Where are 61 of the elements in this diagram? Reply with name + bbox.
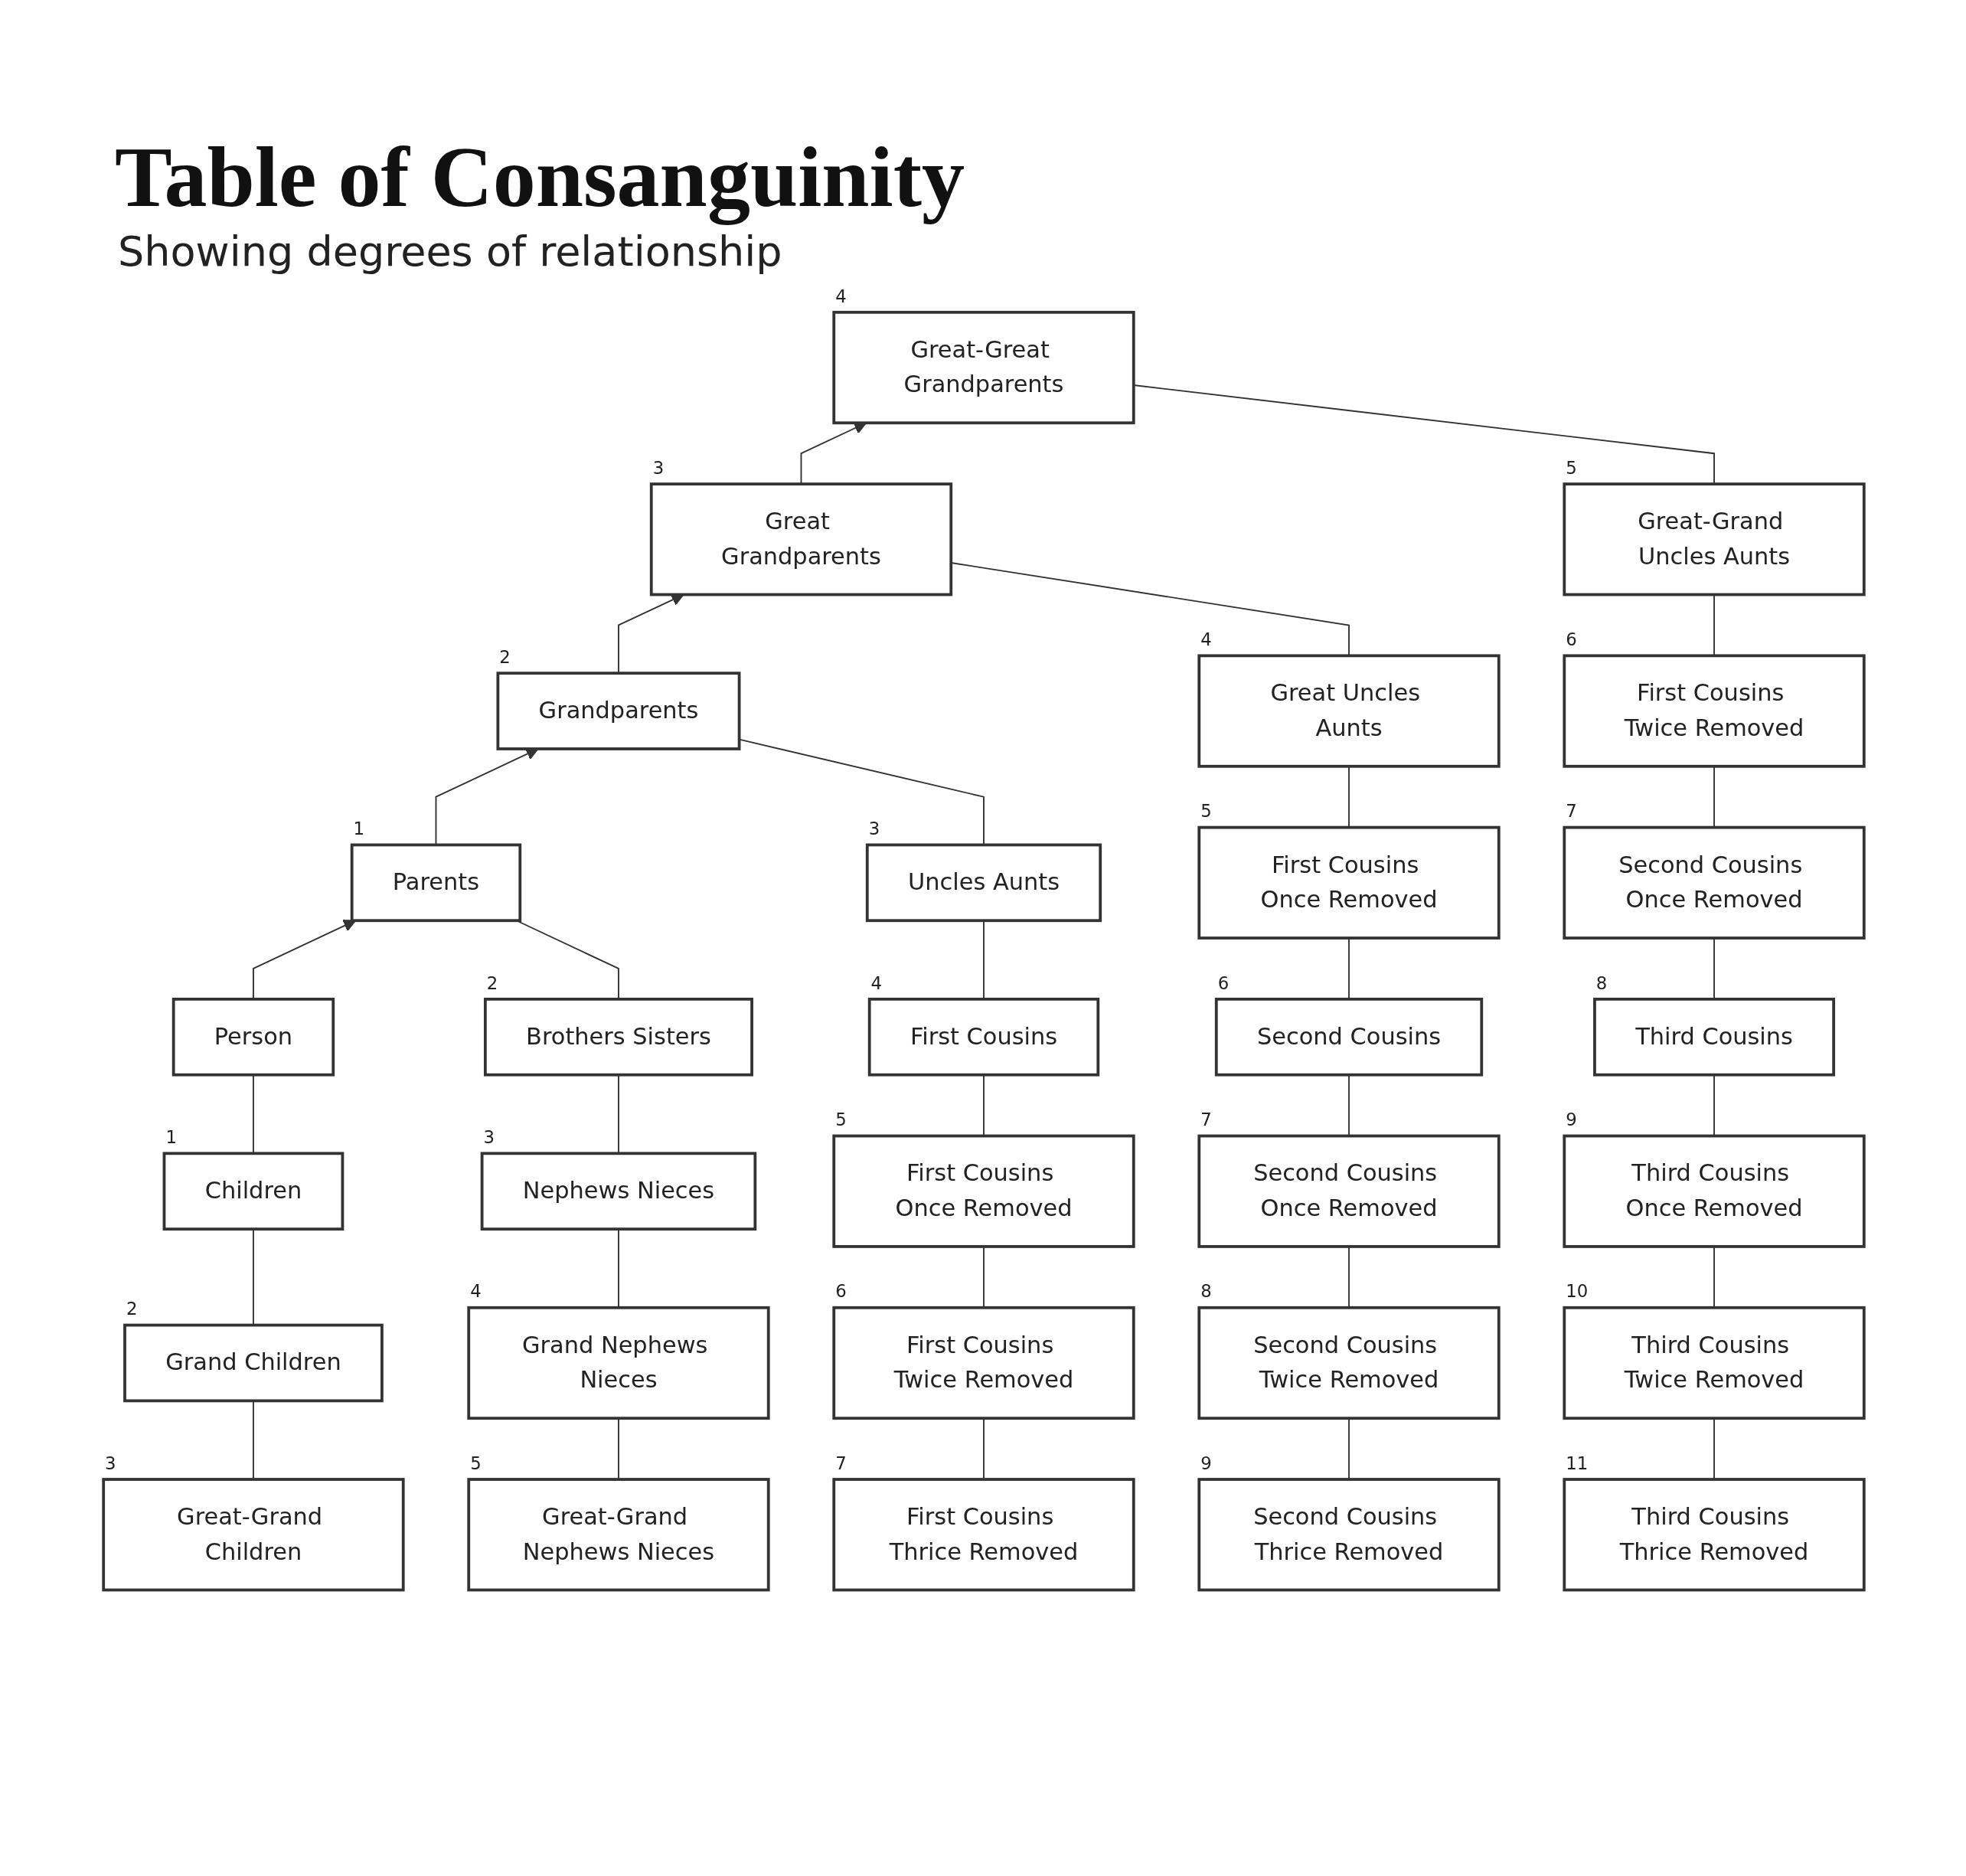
node-box: First Cousins Thrice Removed [832,1478,1135,1592]
degree-number: 3 [868,819,880,839]
degree-number: 6 [1566,629,1577,650]
node-box: Person [171,997,335,1077]
degree-number: 3 [105,1453,116,1473]
node-box: Children [162,1152,345,1231]
node-box: Great Uncles Aunts [1197,654,1501,768]
node-box: Great-Grand Uncles Aunts [1563,482,1866,596]
degree-number: 5 [1566,457,1577,478]
degree-number: 2 [126,1299,138,1319]
node-box: Second Cousins Once Removed [1197,1134,1501,1248]
degree-number: 2 [499,646,511,667]
degree-number: 4 [835,286,847,306]
title: Table of Consanguinity [115,130,965,225]
degree-number: 10 [1566,1281,1589,1302]
degree-number: 8 [1200,1281,1212,1302]
degree-number: 7 [1566,801,1577,822]
node-box: Third Cousins Twice Removed [1563,1306,1866,1420]
degree-number: 4 [470,1281,482,1302]
node-box: First Cousins Twice Removed [1563,654,1866,768]
node-box: First Cousins [867,997,1100,1077]
node-box: Grandparents [496,672,741,750]
node-box: Second Cousins Twice Removed [1197,1306,1501,1420]
node-box: Great Grandparents [649,482,953,596]
node-box: Second Cousins Once Removed [1563,825,1866,940]
node-box: Great-Grand Children [102,1478,405,1592]
node-box: First Cousins Once Removed [1197,825,1501,940]
node-box: Second Cousins Thrice Removed [1197,1478,1501,1592]
node-box: Grand Children [123,1323,384,1403]
node-box: Parents [350,843,522,923]
degree-number: 1 [353,819,365,839]
degree-number: 9 [1200,1453,1212,1473]
degree-number: 3 [483,1127,495,1147]
degree-number: 7 [1200,1110,1212,1130]
node-box: Grand Nephews Nieces [467,1306,770,1420]
node-box: Third Cousins [1593,997,1836,1077]
degree-number: 2 [486,972,498,993]
degree-number: 6 [835,1281,847,1302]
node-box: First Cousins Twice Removed [832,1306,1135,1420]
degree-number: 11 [1566,1453,1589,1473]
node-box: Uncles Aunts [865,843,1102,923]
node-box: Third Cousins Thrice Removed [1563,1478,1866,1592]
degree-number: 5 [835,1110,847,1130]
degree-number: 4 [870,972,883,993]
node-box: First Cousins Once Removed [832,1134,1135,1248]
node-box: Second Cousins [1214,997,1484,1077]
degree-number: 3 [652,457,665,478]
degree-number: 6 [1217,972,1230,993]
subtitle: Showing degrees of relationship [118,227,783,276]
node-box: Nephews Nieces [480,1152,757,1231]
degree-number: 4 [1200,629,1212,650]
degree-number: 7 [835,1453,847,1473]
degree-number: 9 [1566,1110,1577,1130]
degree-number: 5 [1200,801,1212,822]
degree-number: 1 [165,1127,177,1147]
degree-number: 8 [1595,972,1608,993]
node-box: Third Cousins Once Removed [1563,1134,1866,1248]
node-box: Brothers Sisters [483,997,753,1077]
degree-number: 5 [470,1453,482,1473]
node-box: Great-Grand Nephews Nieces [467,1478,770,1592]
node-box: Great-Great Grandparents [832,310,1135,425]
